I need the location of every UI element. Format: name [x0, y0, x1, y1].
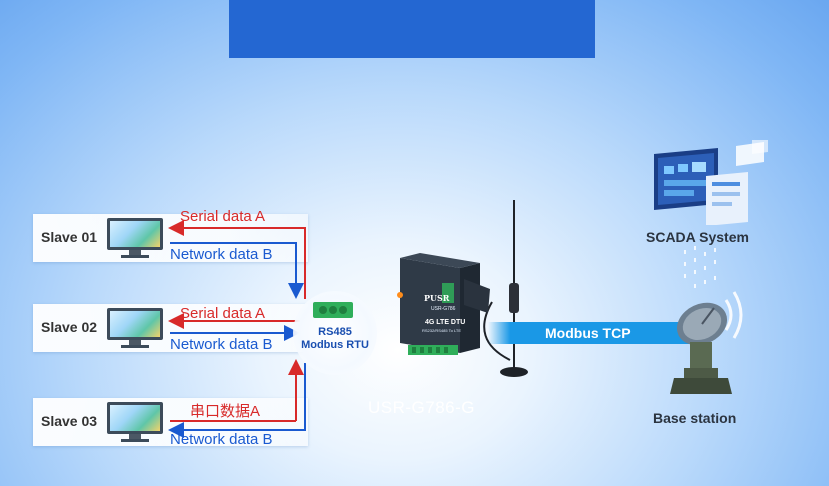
slave-02-network-label: Network data B: [170, 336, 273, 353]
header-banner: [229, 0, 595, 58]
network-arrow-1: [170, 242, 304, 299]
dtu-router-icon: [397, 253, 490, 355]
computer-monitor-icon: [107, 402, 163, 442]
base-station-label: Base station: [653, 410, 737, 426]
scada-dashboard-icon: [654, 140, 768, 225]
slave-03-serial-label: 串口数据A: [190, 403, 261, 420]
modbus-link-label: Modbus TCP: [545, 325, 631, 341]
rs485-line1: RS485: [318, 326, 352, 338]
device-subtitle: RS232/RS485 To LTE: [422, 328, 461, 333]
slave-01-label: Slave 01: [41, 229, 98, 245]
slave-03-network-label: Network data B: [170, 431, 273, 448]
slave-02-panel: Slave 02: [33, 304, 308, 352]
network-arrow-3: [168, 363, 306, 438]
modbus-link-bar: [488, 322, 710, 344]
serial-arrow-1: [168, 220, 306, 299]
rs485-label: RS485 Modbus RTU: [296, 326, 374, 352]
slave-01-serial-label: Serial data A: [180, 208, 266, 225]
device-brand: PUSR: [424, 293, 450, 303]
computer-monitor-icon: [107, 218, 163, 258]
scada-label: SCADA System: [646, 229, 749, 245]
slave-03-label: Slave 03: [41, 413, 98, 429]
device-model-small: USR-G786: [431, 306, 456, 312]
wireless-signal-icon: [724, 291, 743, 339]
data-stream-dots: [684, 246, 716, 288]
slave-01-network-label: Network data B: [170, 246, 273, 263]
slave-02-serial-label: Serial data A: [180, 305, 266, 322]
satellite-dish-icon: [670, 302, 732, 394]
computer-monitor-icon: [107, 308, 163, 348]
terminal-connector-icon: [313, 302, 353, 318]
device-title: 4G LTE DTU: [425, 319, 466, 326]
product-name: USR-G786-G: [368, 398, 476, 417]
rs485-line2: Modbus RTU: [301, 339, 369, 351]
slave-02-label: Slave 02: [41, 319, 98, 335]
